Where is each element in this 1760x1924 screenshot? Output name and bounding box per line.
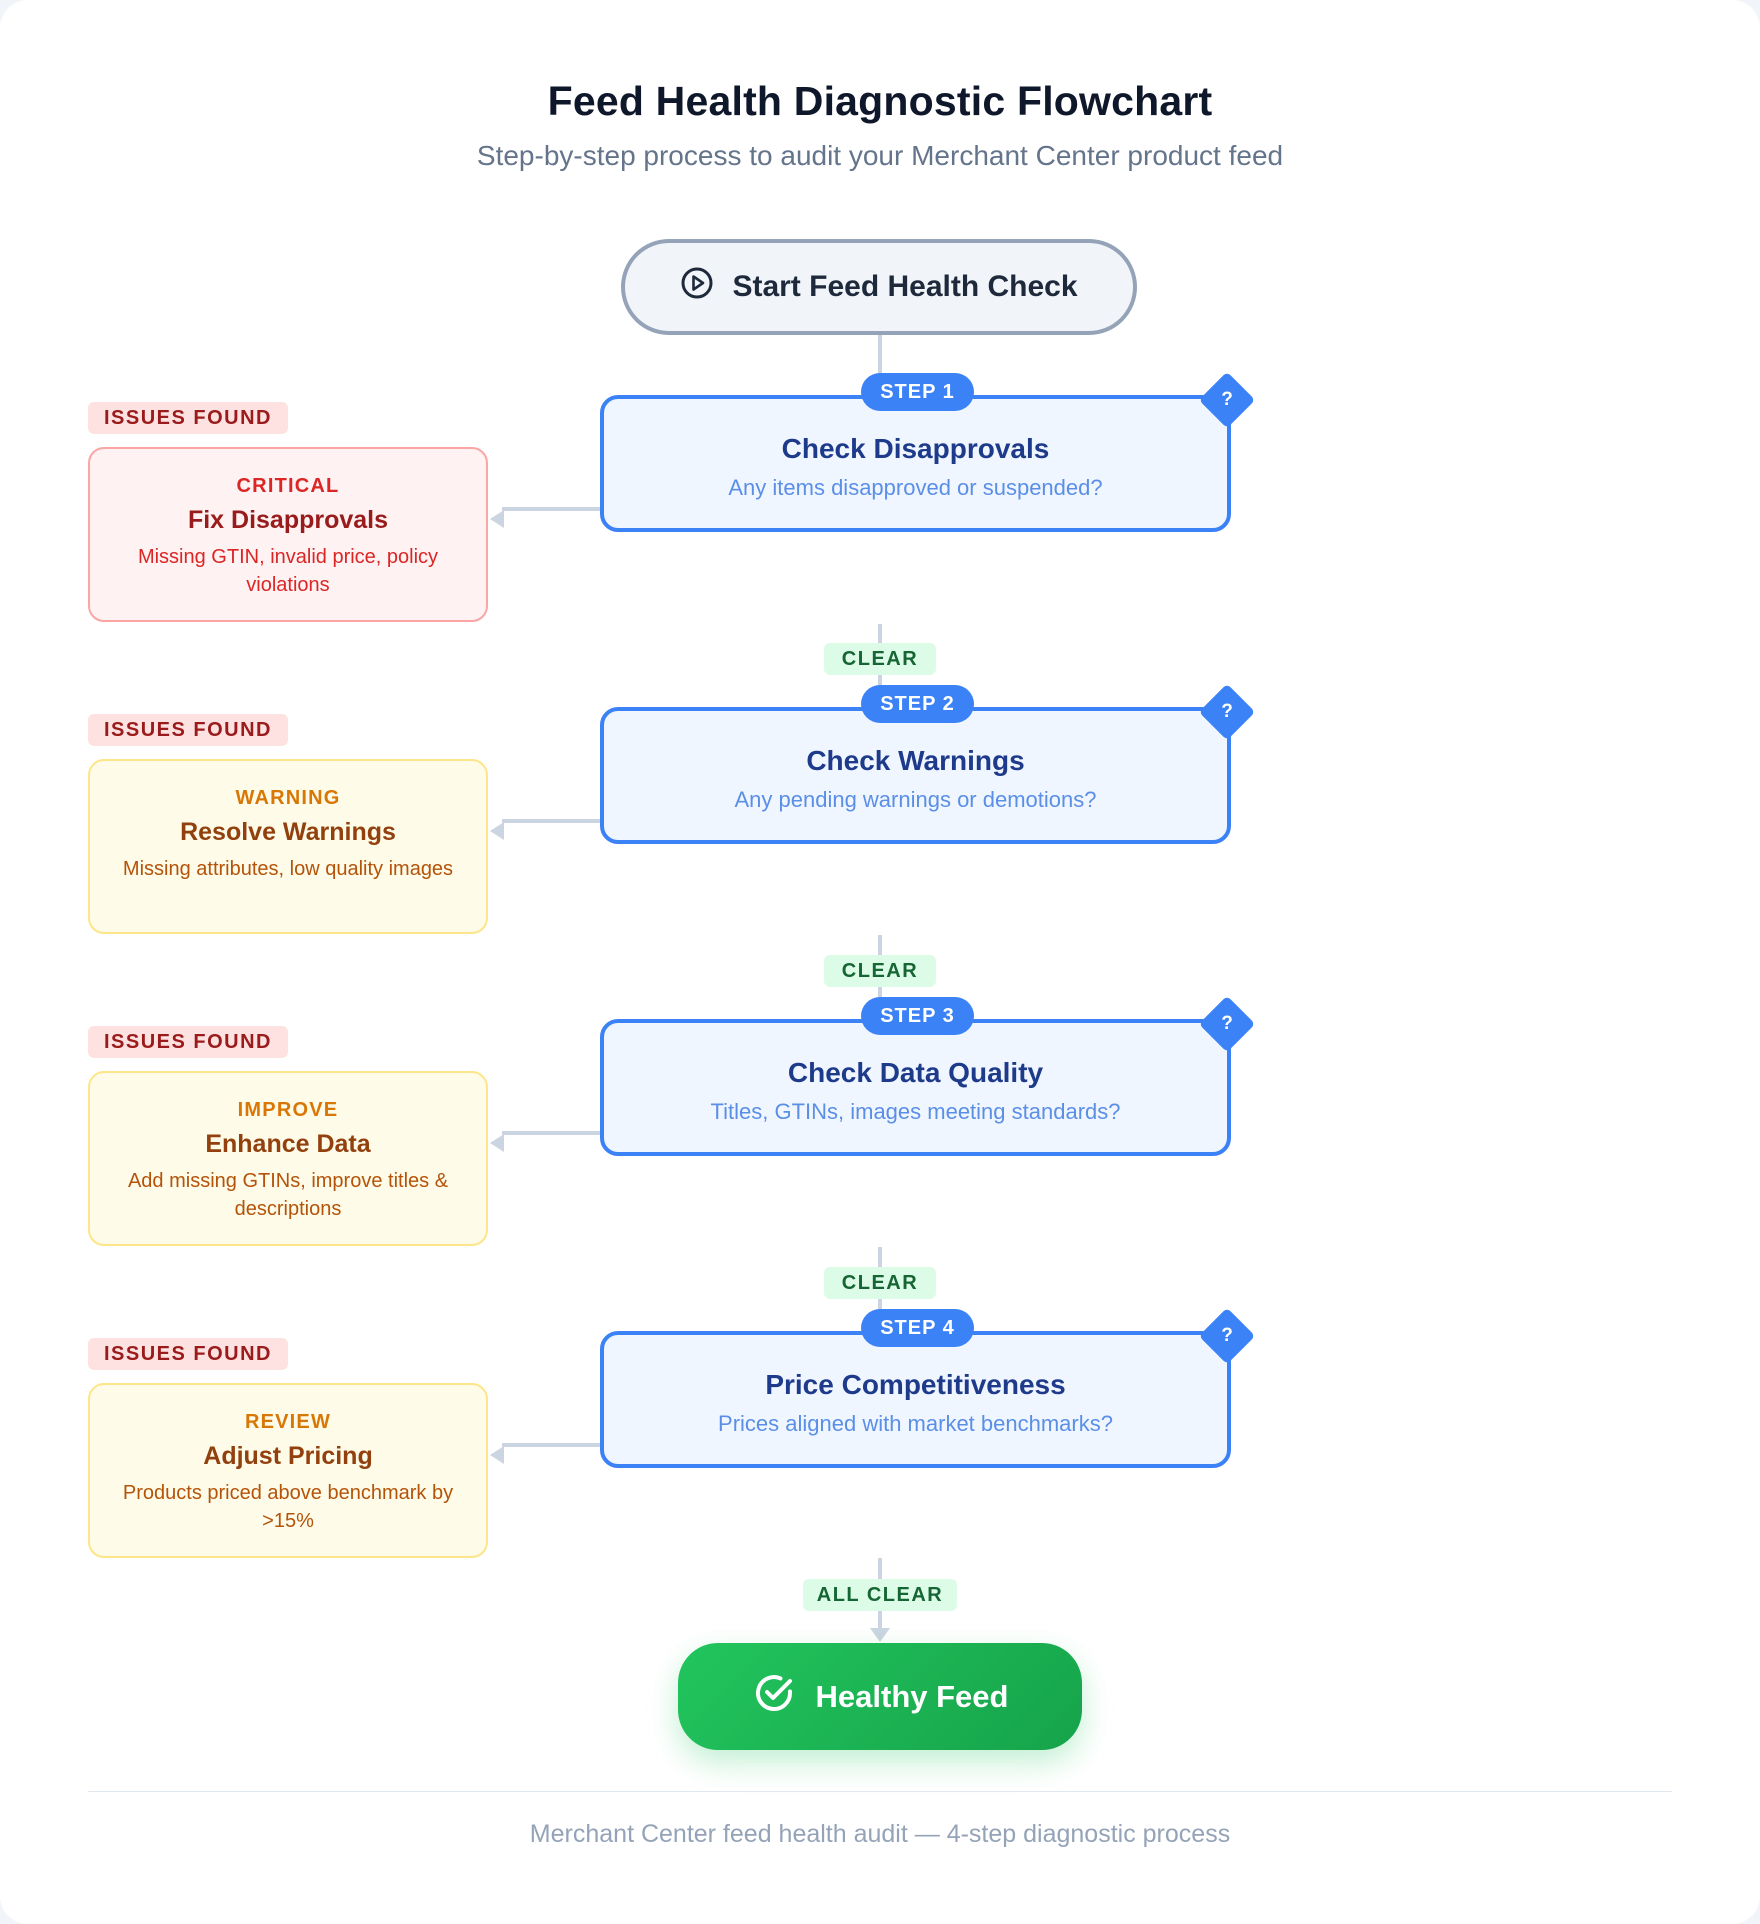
- issues-found-badge: ISSUES FOUND: [88, 714, 288, 746]
- issue-connector: [502, 507, 600, 511]
- connector-line: [878, 335, 882, 375]
- issue-box-review[interactable]: REVIEW Adjust Pricing Products priced ab…: [88, 1383, 488, 1558]
- issue-severity: WARNING: [235, 787, 341, 809]
- footer-caption: Merchant Center feed health audit — 4-st…: [529, 1820, 1231, 1848]
- issues-found-badge: ISSUES FOUND: [88, 402, 288, 434]
- issue-connector: [502, 819, 600, 823]
- clear-badge: CLEAR: [824, 955, 936, 987]
- issue-box-improve[interactable]: IMPROVE Enhance Data Add missing GTINs, …: [88, 1071, 488, 1246]
- step-badge: STEP 2: [861, 685, 974, 723]
- issue-box-critical[interactable]: CRITICAL Fix Disapprovals Missing GTIN, …: [88, 447, 488, 622]
- start-label: Start Feed Health Check: [732, 270, 1078, 303]
- step-badge: STEP 4: [861, 1309, 974, 1347]
- down-arrow-icon: [870, 1628, 890, 1642]
- left-arrow-icon: [490, 822, 504, 840]
- step-title: Check Warnings: [806, 745, 1025, 776]
- all-clear-badge: ALL CLEAR: [803, 1579, 957, 1611]
- issue-description: Missing GTIN, invalid price, policy viol…: [137, 546, 439, 596]
- question-mark: ?: [1221, 1013, 1233, 1034]
- issue-title: Enhance Data: [205, 1130, 371, 1158]
- question-mark: ?: [1221, 701, 1233, 722]
- issue-connector: [502, 1131, 600, 1135]
- issues-found-badge: ISSUES FOUND: [88, 1026, 288, 1058]
- question-mark: ?: [1221, 389, 1233, 410]
- step-badge: STEP 3: [861, 997, 974, 1035]
- left-arrow-icon: [490, 510, 504, 528]
- issue-severity: REVIEW: [244, 1411, 332, 1433]
- footer-divider: [88, 1791, 1672, 1792]
- step-question: Titles, GTINs, images meeting standards?: [710, 1099, 1121, 1124]
- issue-description: Products priced above benchmark by >15%: [122, 1482, 454, 1532]
- step-1-decision[interactable]: Check Disapprovals Any items disapproved…: [600, 395, 1231, 532]
- step-4-decision[interactable]: Price Competitiveness Prices aligned wit…: [600, 1331, 1231, 1468]
- step-title: Check Data Quality: [787, 1057, 1044, 1088]
- issue-severity: IMPROVE: [237, 1099, 339, 1121]
- issue-title: Adjust Pricing: [203, 1442, 373, 1470]
- step-3-decision[interactable]: Check Data Quality Titles, GTINs, images…: [600, 1019, 1231, 1156]
- healthy-feed-node[interactable]: Healthy Feed: [678, 1643, 1082, 1750]
- issues-found-badge: ISSUES FOUND: [88, 1338, 288, 1370]
- issue-description: Add missing GTINs, improve titles & desc…: [127, 1170, 449, 1220]
- play-circle-icon: [680, 266, 714, 308]
- left-arrow-icon: [490, 1446, 504, 1464]
- step-title: Price Competitiveness: [765, 1369, 1066, 1400]
- issue-severity: CRITICAL: [236, 475, 340, 497]
- step-question: Any pending warnings or demotions?: [734, 787, 1097, 812]
- issue-title: Fix Disapprovals: [187, 506, 389, 534]
- check-circle-icon: [752, 1671, 796, 1723]
- healthy-feed-label: Healthy Feed: [815, 1678, 1009, 1714]
- page-title: Feed Health Diagnostic Flowchart: [547, 78, 1213, 124]
- step-badge: STEP 1: [861, 373, 974, 411]
- left-arrow-icon: [490, 1134, 504, 1152]
- step-2-decision[interactable]: Check Warnings Any pending warnings or d…: [600, 707, 1231, 844]
- issue-box-warning[interactable]: WARNING Resolve Warnings Missing attribu…: [88, 759, 488, 934]
- step-question: Prices aligned with market benchmarks?: [718, 1411, 1113, 1436]
- issue-connector: [502, 1443, 600, 1447]
- page-subtitle: Step-by-step process to audit your Merch…: [476, 140, 1284, 171]
- clear-badge: CLEAR: [824, 643, 936, 675]
- clear-badge: CLEAR: [824, 1267, 936, 1299]
- start-node[interactable]: Start Feed Health Check: [621, 239, 1137, 335]
- question-mark: ?: [1221, 1325, 1233, 1346]
- step-title: Check Disapprovals: [781, 433, 1050, 464]
- issue-description: Missing attributes, low quality images: [122, 858, 454, 880]
- step-question: Any items disapproved or suspended?: [728, 475, 1103, 500]
- issue-title: Resolve Warnings: [180, 818, 396, 846]
